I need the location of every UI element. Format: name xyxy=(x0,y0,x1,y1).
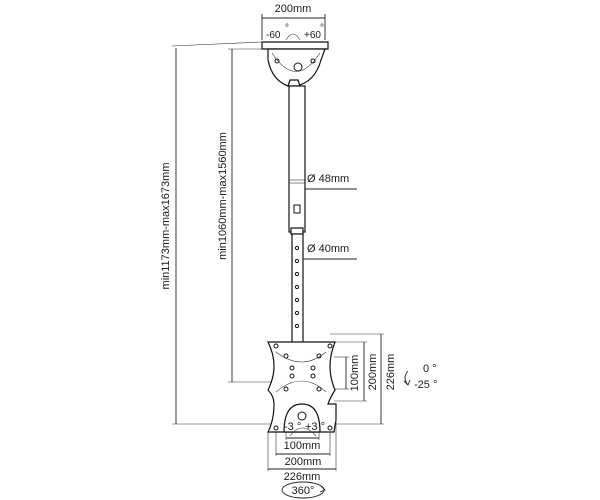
pole-height-dimension: min1060mm-max1560mm xyxy=(217,48,272,383)
vesa-vertical-200: 200mm xyxy=(367,354,379,391)
inner-tube xyxy=(291,233,304,347)
rotation-arrow-icon xyxy=(319,485,326,493)
swivel-right-label: +3 ° xyxy=(305,421,325,433)
inner-tube-diameter: Ø 40mm xyxy=(307,243,349,255)
vesa-vertical-dimensions: 100mm 200mm 226mm xyxy=(330,333,397,425)
vesa-vertical-226: 226mm xyxy=(385,354,397,391)
outer-tube xyxy=(288,85,306,235)
tilt-upper-label: 0 ° xyxy=(423,363,437,375)
rotation-label: 360° xyxy=(292,485,315,497)
tilt-lower-label: -25 ° xyxy=(414,379,437,391)
vesa-vertical-100: 100mm xyxy=(349,355,361,392)
pole-height-label: min1060mm-max1560mm xyxy=(217,132,229,260)
swivel-indicator: -3 ° +3 ° xyxy=(284,421,325,437)
ceiling-degree-sign-right: ° xyxy=(320,23,324,34)
outer-tube-diameter: Ø 48mm xyxy=(307,173,349,185)
vesa-horizontal-dimensions: 100mm 200mm 226mm xyxy=(267,420,337,483)
overall-height-dimension: min1173mm-max1673mm xyxy=(160,41,272,425)
swivel-arc-icon xyxy=(289,427,317,437)
ceiling-tilt-arc-icon xyxy=(285,33,301,41)
ceiling-plate-width: 200mm xyxy=(275,3,312,15)
vesa-plate xyxy=(267,341,337,433)
ceiling-tilt-left: -60 xyxy=(266,30,281,41)
tube-diameter-labels: Ø 48mm Ø 40mm xyxy=(303,173,357,260)
vesa-horizontal-100: 100mm xyxy=(284,440,321,452)
overall-height-label: min1173mm-max1673mm xyxy=(160,163,172,290)
ceiling-bracket xyxy=(261,41,329,87)
ceiling-degree-sign-left: ° xyxy=(285,23,289,34)
ceiling-tilt-right: +60 xyxy=(304,30,321,41)
swivel-left-label: -3 ° xyxy=(284,421,301,433)
rotation-indicator: 360° xyxy=(281,481,326,499)
vesa-horizontal-226: 226mm xyxy=(284,471,321,483)
tilt-arrow-icon xyxy=(403,379,411,386)
vesa-horizontal-200: 200mm xyxy=(285,456,322,468)
ceiling-plate-dimension: 200mm -60 ° +60 ° xyxy=(261,3,326,41)
tilt-indicator: 0 ° -25 ° xyxy=(403,363,437,391)
